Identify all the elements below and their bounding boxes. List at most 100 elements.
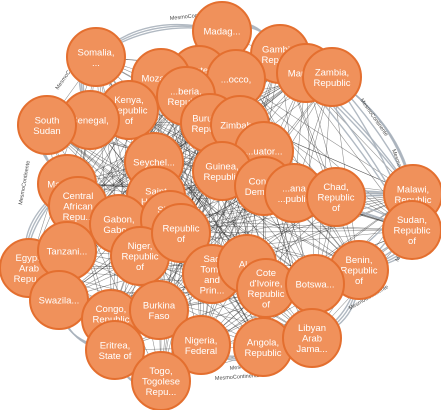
node-label: Egypt,	[16, 253, 43, 264]
node-label: African	[63, 202, 93, 213]
node-label: Zimbab...	[220, 121, 260, 132]
node-label: Burundi,	[192, 113, 227, 124]
node-label: of	[262, 299, 270, 310]
node-label: Repu...	[63, 212, 94, 223]
node-label: Republic	[122, 252, 159, 263]
edge-label: MesmoContinente	[215, 373, 260, 382]
node-label: ...uator...	[246, 147, 283, 158]
edge-malawi-algeria[interactable]	[246, 193, 414, 265]
node-label: Congo,	[96, 304, 127, 315]
node-label: Togolese	[142, 377, 180, 388]
node-circle[interactable]	[66, 27, 126, 87]
node-circle[interactable]	[131, 351, 191, 410]
node-label: Tome	[200, 264, 223, 275]
node-label: Gambia,	[262, 44, 298, 55]
node-label: Federal	[185, 346, 217, 357]
node-label: Arab	[19, 264, 39, 275]
node-label: of	[332, 203, 340, 214]
node-circle[interactable]	[85, 320, 145, 380]
node-label: Niger,	[128, 241, 153, 252]
node-label: and	[204, 275, 220, 286]
edge-sudan-republic-of[interactable]	[180, 229, 413, 234]
node-circle[interactable]	[306, 167, 366, 227]
node-label: Republic	[341, 266, 378, 277]
node-label: d'Ivoire,	[250, 278, 283, 289]
edge-label: MesmoContinente	[358, 98, 389, 138]
edge-zambia-swaziland[interactable]	[58, 76, 333, 301]
node-label: Chad,	[323, 182, 348, 193]
node-label: Malawi,	[397, 184, 429, 195]
node-label: State of	[99, 351, 132, 362]
edge-sudan-sierra-leone[interactable]	[169, 219, 413, 231]
node-label: Sudan,	[397, 215, 427, 226]
node-circle[interactable]	[382, 200, 441, 260]
node-label: Angola,	[247, 337, 279, 348]
node-label: Libyan	[298, 323, 326, 334]
node-label: of	[136, 262, 144, 273]
edge-label: MesmoContinente	[170, 11, 215, 22]
node-libya[interactable]: LibyanArabJama...	[282, 308, 342, 368]
node-label: Republic	[245, 348, 282, 359]
node-zambia[interactable]: Zambia,Republic	[302, 47, 362, 107]
node-label: Seychel...	[133, 158, 175, 169]
node-label: ...	[92, 58, 100, 69]
node-label: Kenya,	[114, 95, 144, 106]
edge-morocco-malawi[interactable]	[235, 78, 414, 195]
node-label: Gabo...	[103, 225, 134, 236]
node-label: Sao	[204, 254, 221, 265]
node-circle[interactable]	[151, 203, 211, 263]
edge-seychelles-benin[interactable]	[153, 161, 360, 271]
node-label: of	[408, 236, 416, 247]
node-label: ...occo,	[221, 75, 252, 86]
node-togo[interactable]: Togo,TogoleseRepu...	[131, 351, 191, 410]
node-label: Guinea,	[205, 161, 238, 172]
edge-morocco-sudan[interactable]	[235, 78, 413, 231]
node-circle[interactable]	[129, 280, 189, 340]
node-nigeria[interactable]: Nigeria,Federal	[171, 315, 231, 375]
node-somalia[interactable]: Somalia,...	[66, 27, 126, 87]
node-circle[interactable]	[17, 95, 77, 155]
node-label: Republic	[204, 172, 241, 183]
node-label: Arab	[302, 334, 322, 345]
node-label: Republic	[314, 78, 351, 89]
node-label: Republic	[111, 106, 148, 117]
node-label: Mozam...	[141, 74, 180, 85]
node-label: Burkina	[143, 300, 176, 311]
node-label: Republic	[248, 289, 285, 300]
node-label: Cote	[256, 268, 276, 279]
edge-senegal-botswana[interactable]	[89, 119, 316, 285]
node-label: Prin...	[200, 285, 225, 296]
node-circle[interactable]	[302, 47, 362, 107]
node-label: Benin,	[346, 255, 373, 266]
node-eritrea[interactable]: Eritrea,State of	[85, 320, 145, 380]
node-label: Swazila...	[39, 296, 80, 307]
node-label: Sudan	[33, 126, 60, 137]
node-swaziland[interactable]: Swazila...	[29, 270, 89, 330]
node-label: of	[125, 116, 133, 127]
node-label: Tanzani...	[47, 247, 88, 258]
node-label: ...public	[278, 194, 311, 205]
node-label: Repu...	[146, 387, 177, 398]
node-label: Togo,	[149, 366, 172, 377]
node-label: Congo,	[249, 176, 280, 187]
node-circle[interactable]	[171, 315, 231, 375]
node-label: of	[355, 276, 363, 287]
node-botswana[interactable]: Botswa...	[285, 254, 345, 314]
node-circle[interactable]	[282, 308, 342, 368]
node-label: Nigeria,	[185, 335, 218, 346]
node-label: Republic	[192, 124, 229, 135]
node-label: Repu...	[14, 274, 45, 285]
node-label: Jama...	[296, 344, 327, 355]
node-angola[interactable]: Angola,Republic	[233, 317, 293, 377]
node-label: Republic	[168, 97, 205, 108]
node-label: Botswa...	[295, 280, 334, 291]
node-label: Senegal,	[71, 116, 109, 127]
node-label: Somalia,	[78, 47, 115, 58]
